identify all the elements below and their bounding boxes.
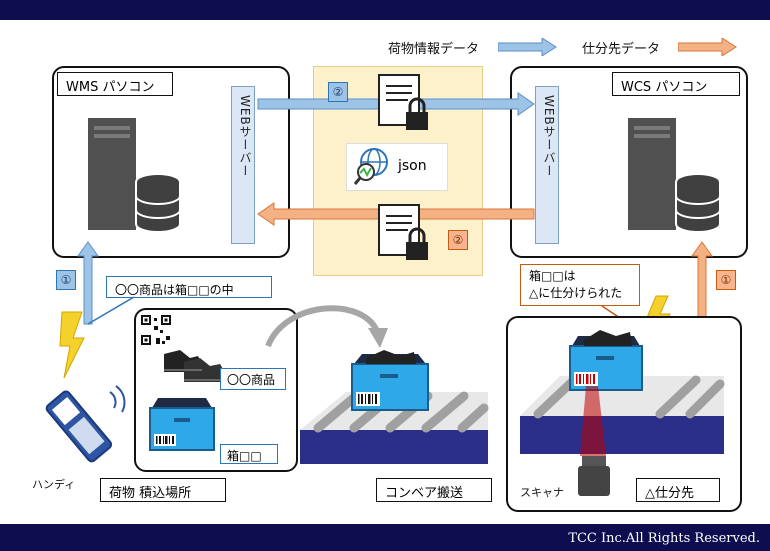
wms-web-server: WEBサーバー [231, 86, 255, 244]
sort-message-line2: △に仕分けられた [529, 286, 623, 300]
locked-document-icon [378, 74, 428, 130]
step1-badge-right: ① [716, 270, 736, 290]
wcs-web-server: WEBサーバー [535, 86, 559, 244]
conveyor-title: コンベア搬送 [376, 478, 492, 502]
legend-sort-data-label: 仕分先データ [582, 42, 661, 57]
server-icon [88, 118, 181, 233]
lightning-icon [59, 311, 85, 379]
curved-arrow-icon [265, 305, 388, 348]
loading-area-title: 荷物 積込場所 [100, 478, 226, 502]
wms-web-server-label: WEBサーバー [238, 95, 252, 178]
step2-badge-top: ② [328, 82, 348, 102]
legend-info-data-label: 荷物情報データ [388, 42, 480, 57]
locked-document-icon [378, 204, 428, 260]
legend-blue-arrow-icon [498, 38, 557, 56]
step2-badge-bottom: ② [448, 230, 468, 250]
json-label: json [398, 158, 427, 174]
copyright-text: TCC Inc.All Rights Reserved. [568, 531, 760, 546]
wms-title: WMS パソコン [57, 72, 173, 96]
conveyor-icon [300, 350, 489, 464]
product-label: 〇〇商品 [220, 368, 286, 390]
shoes-icon [164, 350, 226, 382]
top-bar [0, 0, 770, 20]
sort-message-line1: 箱□□は [529, 269, 576, 283]
sort-station-icon [520, 330, 725, 496]
shipping-box-icon [149, 398, 215, 451]
box-label: 箱□□ [220, 444, 278, 464]
sort-area-title: △仕分先 [636, 478, 720, 502]
wcs-web-server-label: WEBサーバー [542, 95, 556, 178]
callout-pointer [87, 296, 135, 325]
legend-orange-arrow-icon [678, 38, 737, 56]
up-arrow-orange-icon [691, 241, 713, 319]
sort-area-message: 箱□□は △に仕分けられた [520, 264, 640, 306]
qr-code-icon [140, 314, 172, 346]
handy-label: ハンディ [32, 478, 76, 491]
handheld-scanner-icon [45, 385, 126, 463]
wcs-title: WCS パソコン [612, 72, 740, 96]
scanner-label: スキャナ [520, 486, 564, 499]
step1-badge-left: ① [56, 270, 76, 290]
bottom-bar [0, 524, 770, 551]
globe-search-icon [353, 148, 388, 185]
left-flow-message: 〇〇商品は箱□□の中 [106, 276, 272, 298]
server-icon [628, 118, 721, 233]
